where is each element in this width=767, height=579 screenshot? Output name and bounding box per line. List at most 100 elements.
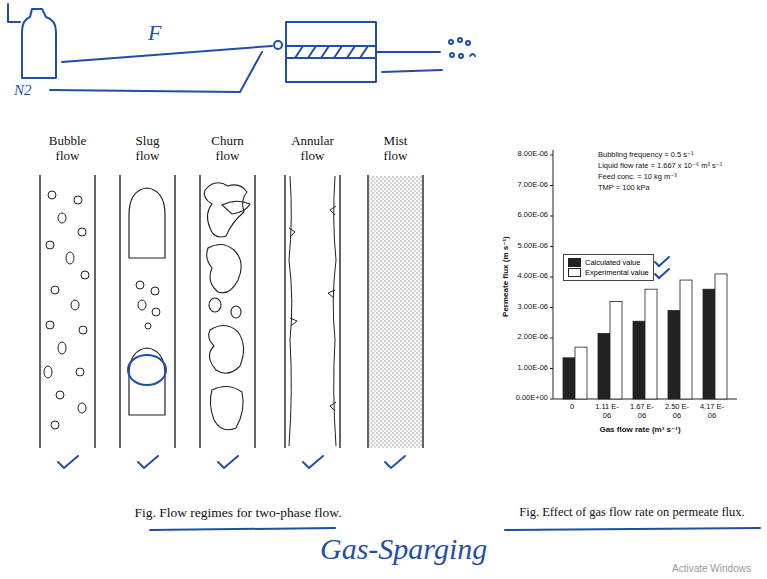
gas-bubble	[76, 368, 84, 376]
tube-wall	[40, 175, 423, 448]
gas-bubble	[46, 241, 54, 249]
axis-tick-label: 8.00E-06	[508, 150, 548, 159]
axis-tick-label: 7.00E-06	[508, 181, 548, 190]
gas-bubble	[78, 228, 86, 236]
gas-bubble	[81, 271, 89, 279]
axis-tick-label: 1.67 E-06	[629, 403, 655, 420]
sketch-stroke	[8, 4, 475, 92]
liquid-film	[328, 290, 335, 298]
gas-bubble	[152, 308, 160, 316]
axis-tick-label: 0	[559, 403, 585, 412]
tube-wall	[39, 175, 40, 448]
churn-blob	[209, 298, 221, 312]
axis-tick-label: 3.00E-06	[508, 303, 548, 312]
axis-tick-label: 1.11 E-06	[594, 403, 620, 420]
tube-wall	[284, 175, 285, 448]
chart-bar	[575, 347, 587, 399]
sketch-stroke	[50, 52, 262, 92]
check-mark	[655, 269, 669, 278]
highlight-circle	[128, 355, 166, 385]
sketch-stroke	[459, 54, 463, 58]
axis-tick-label: 4.17 E-06	[699, 403, 725, 420]
check-mark	[303, 456, 323, 468]
sketch-stroke	[286, 46, 376, 58]
tube-wall	[119, 175, 120, 448]
handwritten-note: Gas-Sparging	[320, 532, 487, 567]
axis-tick-label: 2.00E-06	[508, 333, 548, 342]
axis-title: Gas flow rate (m³ s⁻¹)	[599, 425, 680, 434]
churn-blob	[204, 183, 250, 430]
gas-bubble	[58, 213, 66, 223]
chart-axis	[553, 150, 737, 399]
pen-underline	[150, 528, 335, 530]
chart-bar	[715, 274, 727, 399]
liquid-film	[330, 402, 336, 411]
sketch-stroke	[466, 41, 470, 45]
axis-tick-label: 0.00E+00	[508, 394, 548, 403]
tube-wall	[367, 175, 368, 448]
handwritten-label: F	[148, 20, 161, 45]
sketch-stroke	[470, 54, 475, 56]
chart-bar	[645, 289, 657, 399]
check-mark	[138, 456, 158, 468]
regime-heading: Bubble flow	[44, 133, 92, 163]
gas-slug	[129, 188, 165, 258]
axis-tick-label: 6.00E-06	[508, 211, 548, 220]
chart-annotation: TMP = 100 kPa	[598, 184, 650, 193]
axis-tick	[550, 185, 553, 186]
check-mark	[385, 456, 405, 468]
axis-title: Permeate flux (m s⁻¹)	[500, 237, 509, 318]
regime-heading: Slug flow	[124, 133, 172, 163]
sketch-stroke	[376, 51, 440, 53]
gas-bubble	[56, 391, 64, 399]
axis-tick-label: 1.00E-06	[508, 364, 548, 373]
flow-regime-tube: Bubble flow	[40, 133, 95, 448]
chart-bar	[668, 311, 680, 399]
churn-blob	[204, 183, 247, 237]
liquid-film	[330, 206, 336, 215]
pen-underline	[505, 528, 760, 530]
churn-blob	[222, 201, 250, 214]
figure-caption: Fig. Effect of gas flow rate on permeate…	[519, 505, 744, 519]
legend-swatch	[568, 258, 581, 267]
gas-bubble	[44, 366, 52, 378]
gas-bubble	[51, 421, 59, 429]
sketch-stroke	[382, 70, 442, 72]
regime-heading: Mist flow	[372, 133, 420, 163]
legend-swatch	[568, 268, 581, 277]
liquid-film	[290, 318, 297, 326]
axis-tick	[550, 246, 553, 247]
mist-fill	[369, 176, 422, 448]
check-mark	[655, 257, 669, 266]
sketch-stroke	[458, 38, 462, 42]
axis-tick	[550, 399, 553, 400]
sketch-stroke	[22, 9, 56, 78]
gas-bubble	[48, 191, 56, 199]
gas-bubble	[44, 191, 160, 429]
chart-bar	[598, 333, 610, 399]
tube-wall	[94, 175, 95, 448]
gas-bubble	[46, 321, 54, 329]
chart-annotation: Liquid flow rate = 1.667 x 10⁻⁶ m³ s⁻¹	[598, 162, 722, 171]
flow-regime-tube: Slug flow	[120, 133, 175, 448]
chart-annotation: Bubbling frequency = 0.5 s⁻¹	[598, 151, 693, 160]
watermark: Activate Windows	[672, 563, 751, 575]
gas-bubble	[51, 286, 59, 294]
chart-bar	[680, 280, 692, 399]
gas-slug	[129, 348, 165, 415]
legend-text: Calculated value	[585, 258, 640, 267]
churn-blob	[231, 306, 241, 318]
axis-tick	[550, 338, 553, 339]
chart-bar	[633, 321, 645, 399]
churn-blob	[210, 386, 243, 429]
regime-heading: Churn flow	[204, 133, 252, 163]
axis-tick-label: 4.00E-06	[508, 272, 548, 281]
axis-tick	[550, 307, 553, 308]
tube-wall	[174, 175, 175, 448]
check-mark	[58, 456, 78, 468]
liquid-film	[333, 176, 336, 446]
chart-bar	[563, 274, 727, 399]
churn-blob	[207, 244, 242, 292]
chart-bar	[703, 289, 715, 399]
